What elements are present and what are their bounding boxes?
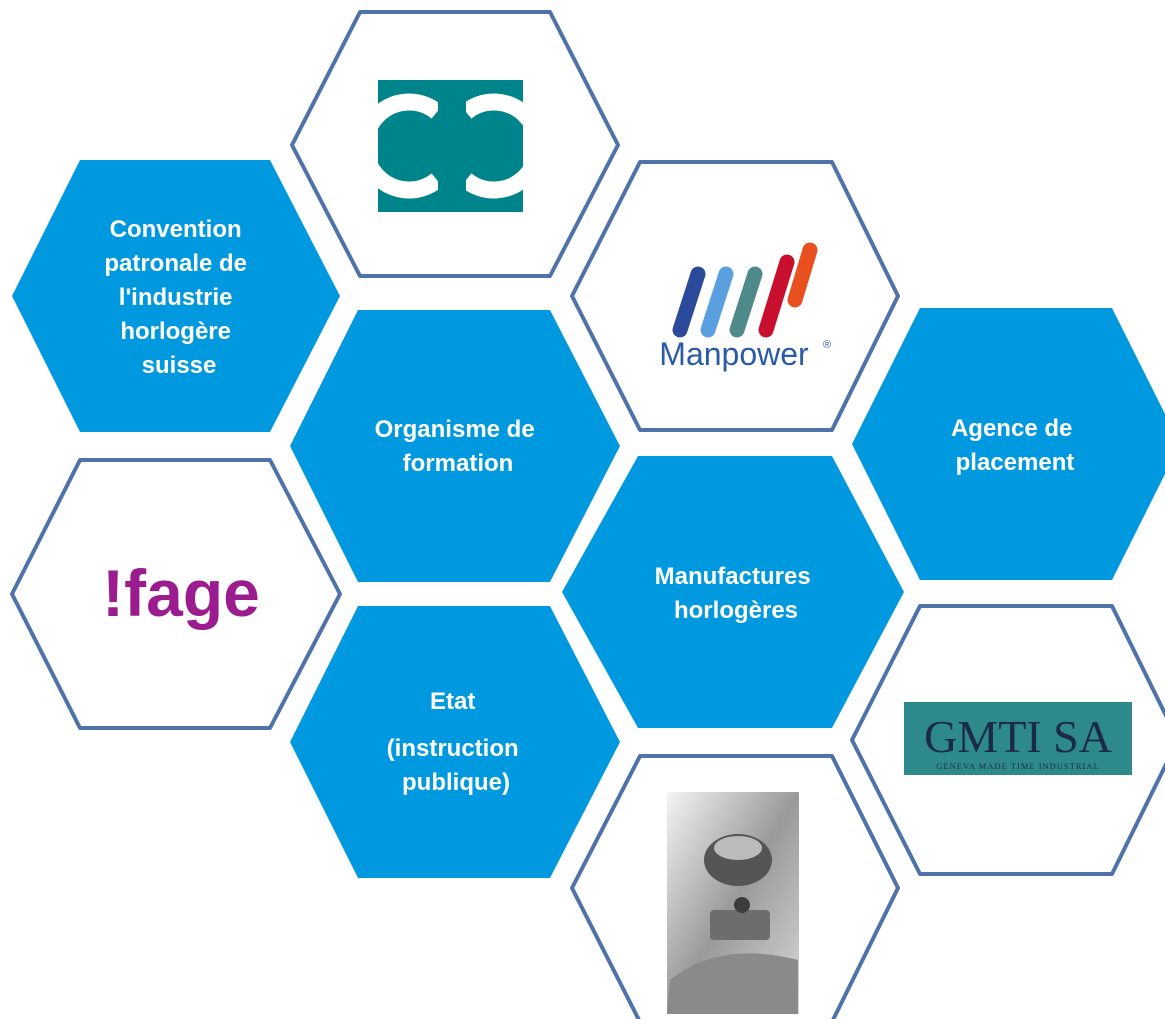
hex-label-line: patronale de <box>104 250 247 277</box>
hex-etat-instruction-publique: Etat (instruction publique) <box>290 606 620 878</box>
hex-label-line: horlogères <box>674 597 798 624</box>
hex-label: Manufactures horlogères <box>655 563 818 624</box>
hex-label-line: l'industrie <box>119 284 233 311</box>
manpower-logo-text: Manpower <box>659 336 809 372</box>
hex-label: Convention patronale de l'industrie horl… <box>104 216 253 379</box>
hex-agence-placement: Agence de placement <box>852 308 1165 580</box>
hex-fill <box>562 456 904 728</box>
hex-organisme-formation: Organisme de formation <box>290 310 620 582</box>
gmti-logo-title: GMTI SA <box>924 711 1112 762</box>
hex-label: Agence de placement <box>951 415 1079 476</box>
manpower-logo-icon <box>672 242 818 338</box>
hex-watchmaker-photo <box>570 754 900 1019</box>
gmti-logo-subtitle: GENEVA MADE TIME INDUSTRIAL <box>936 761 1099 771</box>
hex-label-line: (instruction <box>387 735 519 762</box>
hex-fill <box>290 310 620 582</box>
hex-manpower-logo: Manpower ® <box>570 160 900 432</box>
hex-label-line: horlogère <box>120 318 231 345</box>
hex-label-line: Organisme de <box>375 416 535 443</box>
watchmaker-photo-icon <box>667 792 799 1014</box>
hex-label-line: Agence de <box>951 415 1072 442</box>
hex-cp-logo <box>290 10 620 278</box>
hex-label-line: Manufactures <box>655 563 811 590</box>
hex-outline <box>570 160 900 432</box>
hex-label-line: placement <box>956 449 1075 476</box>
manpower-registered-mark: ® <box>823 339 831 351</box>
hex-gmti-logo: GMTI SA GENEVA MADE TIME INDUSTRIAL <box>850 604 1165 876</box>
hex-convention-patronale: Convention patronale de l'industrie horl… <box>12 160 340 432</box>
gmti-logo-icon <box>904 702 1132 775</box>
hex-label-line: Etat <box>430 688 475 715</box>
hex-label-line: publique) <box>402 769 510 796</box>
hex-fill <box>290 606 620 878</box>
cp-logo-mark <box>356 92 547 212</box>
hex-outline <box>10 458 342 730</box>
hex-label-line: suisse <box>142 352 217 379</box>
hex-manufactures-horlogeres: Manufactures horlogères <box>562 456 904 728</box>
hex-label: Organisme de formation <box>375 416 542 477</box>
hex-fill <box>852 308 1165 580</box>
hex-label-line: formation <box>403 450 514 477</box>
hex-label: Etat (instruction publique) <box>387 688 526 796</box>
hex-label-line: Convention <box>110 216 242 243</box>
ifage-logo-text: !fage <box>102 556 260 630</box>
hex-ifage-logo: !fage <box>10 458 342 730</box>
hex-fill <box>12 160 340 432</box>
